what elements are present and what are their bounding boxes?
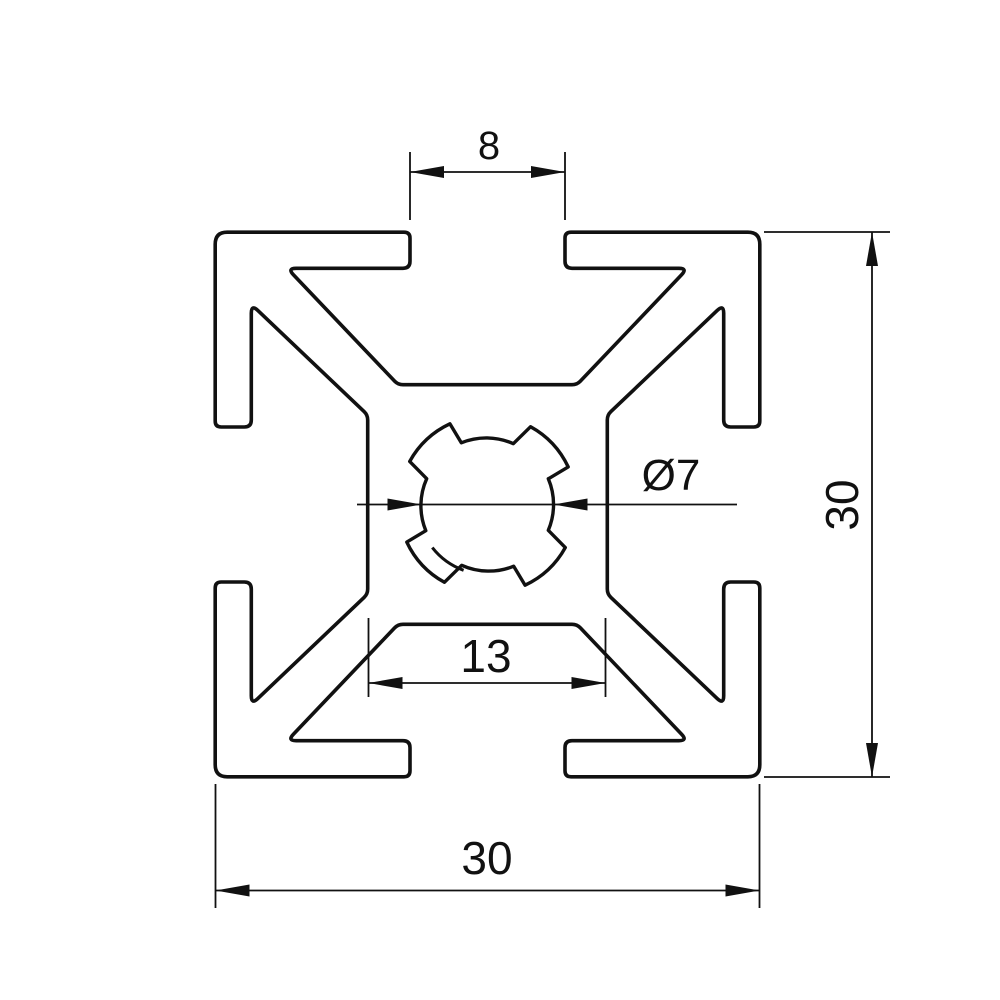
dimension-value-width: 30 xyxy=(461,832,512,884)
arrowhead-right xyxy=(553,498,588,511)
center-bore-relief-arc xyxy=(431,546,465,572)
extrusion-profile xyxy=(213,230,762,779)
dimension-center-bore: Ø7 xyxy=(357,451,737,511)
dimension-slot-width: 8 xyxy=(409,124,566,220)
arrowhead-left xyxy=(215,884,250,897)
center-bore-outline xyxy=(405,422,570,587)
profile-outline xyxy=(213,230,762,779)
arrowhead-left xyxy=(410,166,444,178)
dimension-value-center-bore: Ø7 xyxy=(642,451,701,500)
dimension-value-core-width: 13 xyxy=(460,630,511,682)
arrowhead-right xyxy=(531,166,565,178)
dimension-value-height: 30 xyxy=(816,479,868,530)
dimension-height: 30 xyxy=(764,231,890,778)
arrowhead-left xyxy=(387,498,422,511)
arrowhead-right xyxy=(571,677,606,689)
dimension-core-width: 13 xyxy=(367,618,607,697)
dimension-width: 30 xyxy=(214,784,761,908)
arrowhead-right xyxy=(725,884,760,897)
arrowhead-left xyxy=(368,677,403,689)
dimension-value-slot-width: 8 xyxy=(478,124,500,168)
arrowhead-top xyxy=(866,232,878,266)
arrowhead-bottom xyxy=(866,743,878,777)
